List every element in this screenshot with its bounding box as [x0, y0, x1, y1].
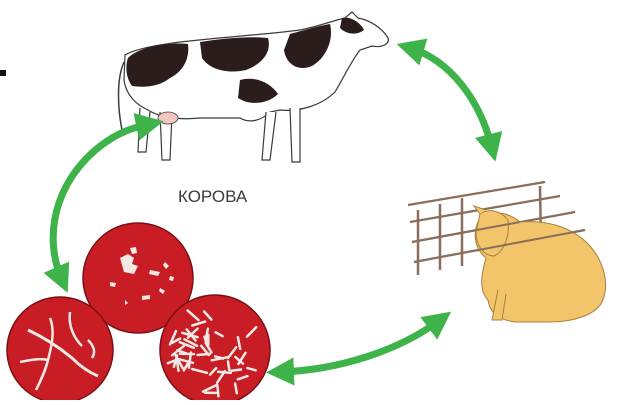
- arrow-calf-to-dishes: [280, 320, 440, 372]
- penned-calf-icon: [408, 182, 606, 322]
- bacteria-rod: [218, 386, 219, 396]
- bacteria-rod: [218, 372, 231, 373]
- bacteria-rod: [228, 361, 229, 370]
- bacteria-rod: [232, 370, 241, 371]
- edge-mark: [0, 70, 6, 76]
- arrow-cow-to-calf: [410, 48, 492, 148]
- cow-label: КОРОВА: [178, 187, 248, 206]
- petri-dish-right: [160, 295, 270, 400]
- cow-icon: [119, 12, 389, 162]
- petri-dish-left: [7, 297, 113, 400]
- bacteria-rod: [198, 354, 210, 355]
- bacteria-rod: [235, 384, 237, 394]
